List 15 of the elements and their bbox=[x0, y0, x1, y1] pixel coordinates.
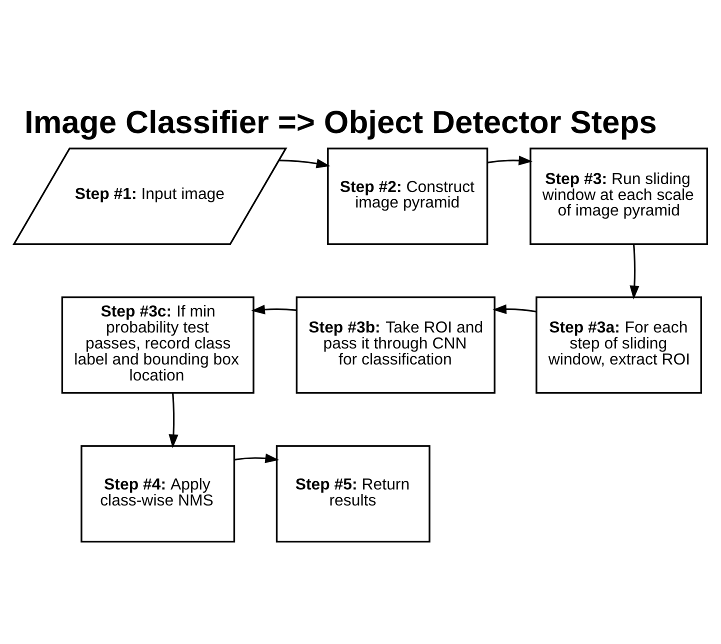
arrow bbox=[630, 244, 640, 299]
arrow bbox=[279, 158, 330, 168]
node-box: Step #5: Return results bbox=[276, 444, 430, 542]
arrow bbox=[234, 453, 280, 463]
node-box: Step #3a: For each step of sliding window, extract ROI bbox=[536, 296, 702, 394]
arrow bbox=[492, 304, 536, 314]
diagram-title: Image Classifier => Object Detector Steps bbox=[24, 103, 657, 140]
arrow bbox=[251, 304, 296, 314]
node-box: Step #4: Apply class-wise NMS bbox=[80, 444, 236, 542]
arrow bbox=[168, 392, 178, 448]
node-box: Step #2: Construct image pyramid bbox=[327, 147, 488, 244]
node-box: Step #3c: If min probability test passes, record class label and bounding box location bbox=[61, 296, 254, 394]
node-box: Step #3: Run sliding window at each scale of image pyramid bbox=[530, 147, 708, 244]
arrow bbox=[488, 155, 533, 165]
node-box: Step #3b: Take ROI and pass it through CNN for classification bbox=[296, 296, 496, 394]
